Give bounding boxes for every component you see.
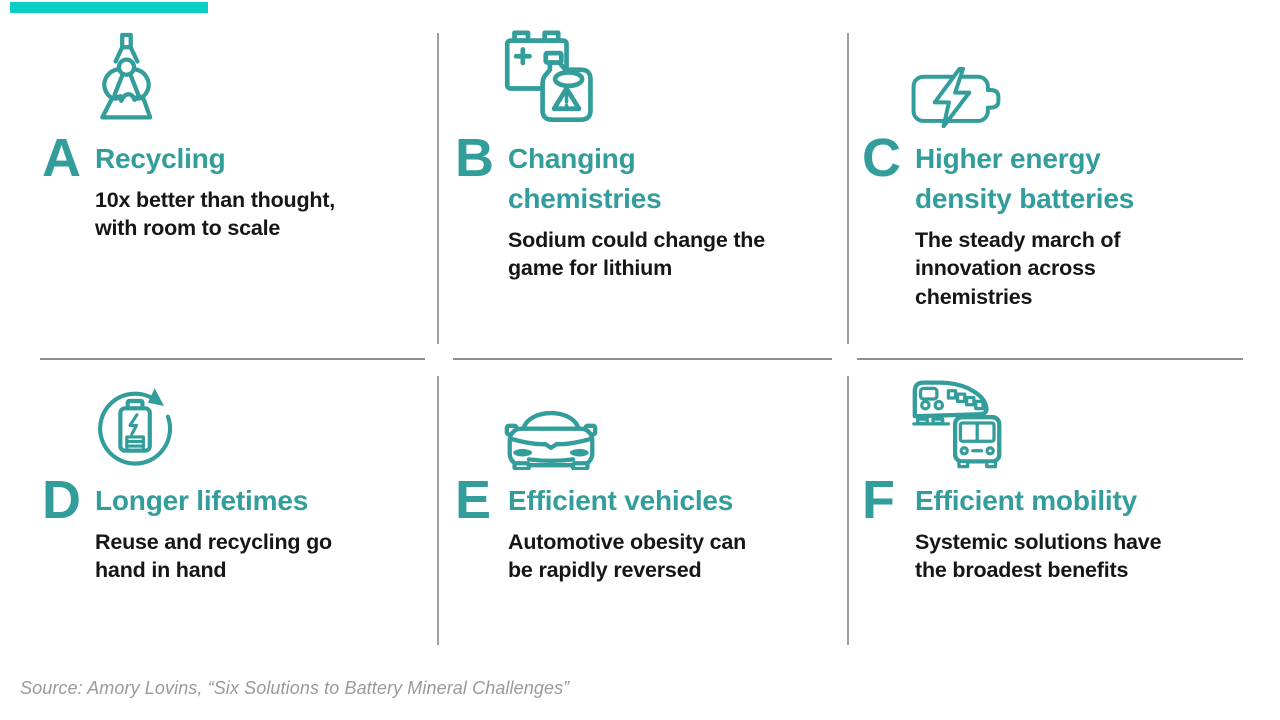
claw-crane-icon [100,32,153,120]
item-subtitle: Reuse and recycling go hand in hand [95,529,332,583]
card-efficient-vehicles: E Efficient vehicles Automotive obesity … [455,372,851,585]
item-letter: C [862,128,901,188]
card-higher-energy-density: C Higher energy density batteries The st… [862,30,1258,311]
row-divider [857,358,1243,360]
item-subtitle: The steady march of innovation across ch… [915,227,1121,309]
car-front-icon [504,410,598,470]
source-note: Source: Amory Lovins, “Six Solutions to … [20,678,570,698]
card-recycling: A Recycling 10x better than thought, wit… [42,30,438,243]
item-title: Efficient mobility [915,485,1137,516]
item-subtitle: Automotive obesity can be rapidly revers… [508,529,747,583]
battery-fuel-can-icon [504,30,593,123]
item-letter: D [42,470,81,530]
column-divider [437,376,439,645]
charging-battery-icon [911,67,1001,128]
row-divider [453,358,832,360]
train-bus-icon [912,380,1002,469]
item-letter: B [455,128,494,188]
item-title: Recycling [95,143,226,174]
item-title: Efficient vehicles [508,485,734,516]
card-longer-lifetimes: D Longer lifetimes Reuse and recycling g… [42,372,438,585]
battery-recycle-icon [98,388,173,466]
item-subtitle: Systemic solutions have the broadest ben… [915,529,1162,583]
item-letter: F [862,470,895,530]
item-subtitle: 10x better than thought, with room to sc… [95,187,336,241]
item-title: Higher energy density batteries [915,143,1135,214]
column-divider [847,33,849,344]
accent-bar [10,2,208,13]
card-changing-chemistries: B Changing chemistries Sodium could chan… [455,30,851,283]
column-divider [847,376,849,645]
item-title: Changing chemistries [508,143,662,214]
item-title: Longer lifetimes [95,485,309,516]
item-subtitle: Sodium could change the game for lithium [508,227,766,281]
card-efficient-mobility: F Efficient mobility Systemic solutions … [862,372,1258,585]
column-divider [437,33,439,344]
item-letter: A [42,128,81,188]
item-letter: E [455,470,491,530]
row-divider [40,358,425,360]
